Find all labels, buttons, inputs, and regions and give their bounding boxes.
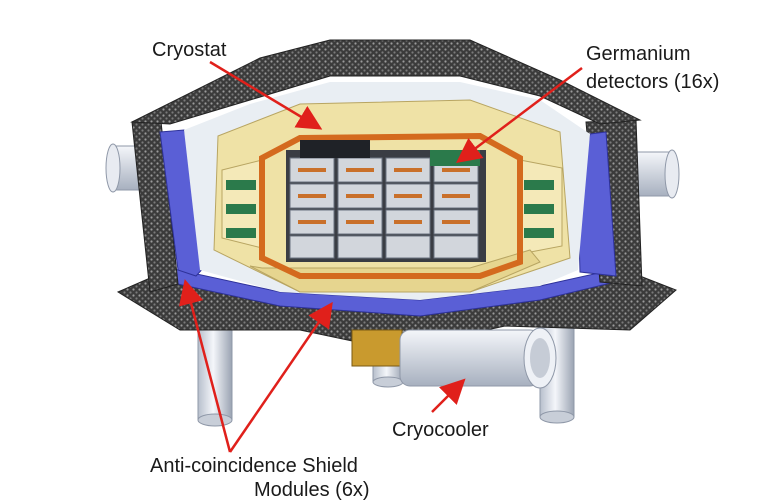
shield-arrow-right [228,301,333,453]
electronics-boards [226,180,554,238]
shield-label-line2: Modules (6x) [254,479,370,501]
copper-thermal-shield [259,132,523,279]
germanium-arrow [456,67,583,164]
cryostat-label: Cryostat [152,39,227,61]
germanium-label-line2: detectors (16x) [586,71,720,93]
cryocooler-label: Cryocooler [392,419,489,441]
top-carbon-roof [130,39,642,125]
annotation-arrows [178,60,583,453]
germanium-detector-array [286,140,486,262]
shield-arrow-left [178,279,232,453]
cryocooler-arrow [431,378,466,413]
shield-label-line1: Anti-coincidence Shield [150,455,358,477]
support-leg [197,329,233,421]
cryostat-arrow [209,60,323,130]
cryocooler-unit [351,327,557,389]
germanium-label-line1: Germanium [586,43,691,65]
